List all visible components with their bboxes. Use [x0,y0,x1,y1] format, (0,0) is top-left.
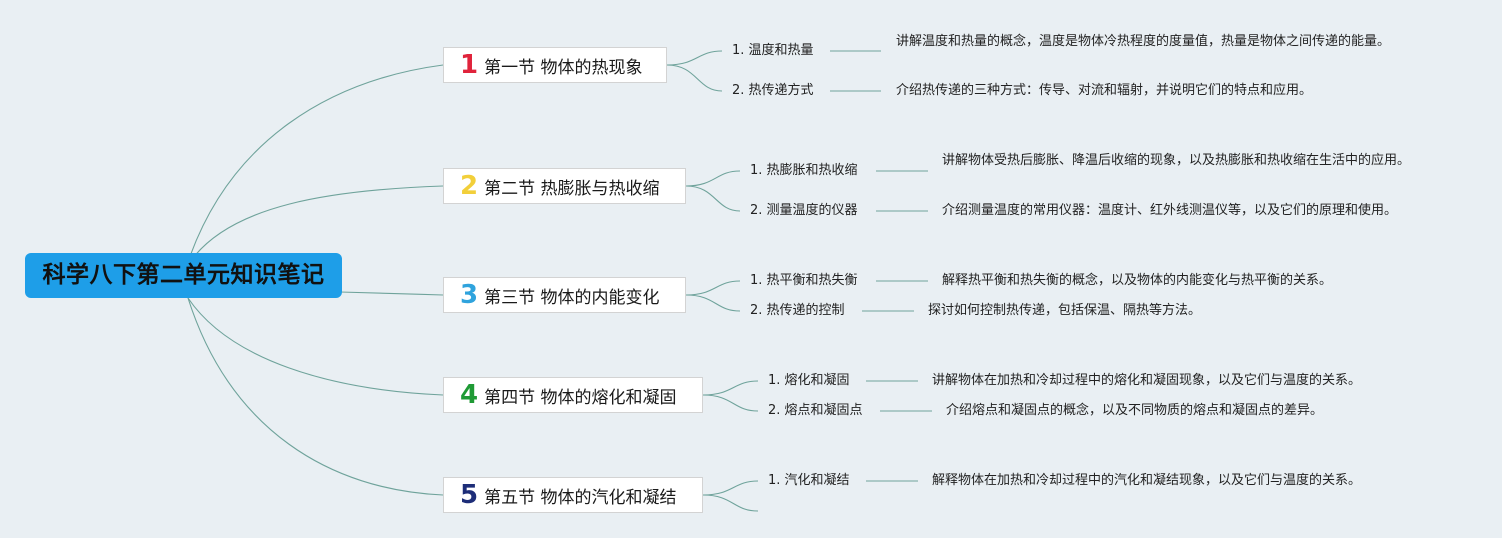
topic-5-1[interactable]: 1. 汽化和凝结 [768,473,850,488]
topic-3-1[interactable]: 1. 热平衡和热失衡 [750,273,858,288]
topic-2-1[interactable]: 1. 热膨胀和热收缩 [750,163,858,178]
branch-2-1 [685,170,741,187]
section-node-2[interactable]: 2 第二节 热膨胀与热收缩 [443,168,686,204]
topic-1-1[interactable]: 1. 温度和热量 [732,43,814,58]
section-label-4: 第四节 物体的熔化和凝固 [484,387,677,408]
section-node-3[interactable]: 3 第三节 物体的内能变化 [443,277,686,313]
desc-3-2: 探讨如何控制热传递，包括保温、隔热等方法。 [928,303,1202,318]
branch-5-1 [702,480,759,496]
branch-1-2 [666,64,723,92]
root-link-4 [187,297,444,396]
branch-1-1 [666,50,723,66]
section-label-5: 第五节 物体的汽化和凝结 [484,487,677,508]
root-link-2 [189,185,444,263]
branch-4-2 [702,394,759,412]
desc-5-1: 解释物体在加热和冷却过程中的汽化和凝结现象，以及它们与温度的关系。 [932,473,1362,488]
desc-3-1: 解释热平衡和热失衡的概念，以及物体的内能变化与热平衡的关系。 [942,273,1333,288]
topic-3-2[interactable]: 2. 热传递的控制 [750,303,845,318]
section-node-1[interactable]: 1 第一节 物体的热现象 [443,47,667,83]
section-number-3: 3 [460,280,479,310]
root-link-1 [187,64,444,263]
branch-4-1 [702,380,759,396]
branch-2-2 [685,185,741,212]
topic-4-1[interactable]: 1. 熔化和凝固 [768,373,850,388]
section-number-5: 5 [460,480,479,510]
topic-1-2[interactable]: 2. 热传递方式 [732,83,814,98]
root-link-5 [187,297,444,496]
desc-1-1: 讲解温度和热量的概念，温度是物体冷热程度的度量值，热量是物体之间传递的能量。 [896,34,1391,49]
section-node-4[interactable]: 4 第四节 物体的熔化和凝固 [443,377,703,413]
desc-4-1: 讲解物体在加热和冷却过程中的熔化和凝固现象，以及它们与温度的关系。 [932,373,1362,388]
section-label-1: 第一节 物体的热现象 [484,57,643,78]
desc-2-1: 讲解物体受热后膨胀、降温后收缩的现象，以及热膨胀和热收缩在生活中的应用。 [942,153,1411,168]
branch-3-2 [685,294,741,312]
section-label-2: 第二节 热膨胀与热收缩 [484,178,660,199]
section-number-4: 4 [460,380,479,410]
root-link-3 [339,291,444,296]
branch-5-2 [702,494,759,512]
root-node[interactable]: 科学八下第二单元知识笔记 [25,253,342,298]
topic-4-2[interactable]: 2. 熔点和凝固点 [768,403,863,418]
section-label-3: 第三节 物体的内能变化 [484,287,660,308]
desc-4-2: 介绍熔点和凝固点的概念，以及不同物质的熔点和凝固点的差异。 [946,403,1324,418]
section-number-1: 1 [460,50,479,80]
section-number-2: 2 [460,171,479,201]
desc-1-2: 介绍热传递的三种方式：传导、对流和辐射，并说明它们的特点和应用。 [896,83,1313,98]
topic-2-2[interactable]: 2. 测量温度的仪器 [750,203,858,218]
section-node-5[interactable]: 5 第五节 物体的汽化和凝结 [443,477,703,513]
branch-3-1 [685,280,741,296]
desc-2-2: 介绍测量温度的常用仪器：温度计、红外线测温仪等，以及它们的原理和使用。 [942,203,1398,218]
